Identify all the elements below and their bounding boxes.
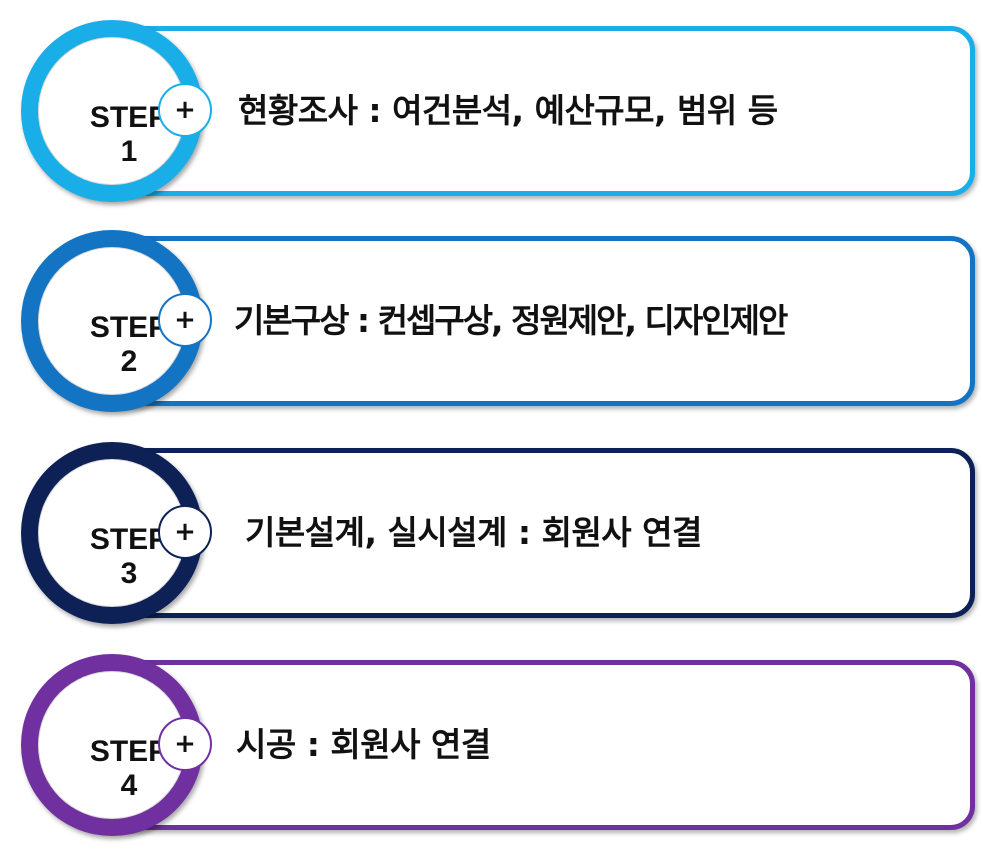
- step-1-label: STEP 1: [50, 101, 208, 169]
- step-3-description: 기본설계, 실시설계 : 회원사 연결: [245, 513, 702, 552]
- step-1-description: 현황조사 : 여건분석, 예산규모, 범위 등: [238, 91, 778, 130]
- step-3-number: 3: [120, 557, 138, 590]
- step-2-plus-icon[interactable]: +: [158, 293, 212, 347]
- step-4: STEP 4 + 시공 : 회원사 연결: [0, 646, 983, 846]
- step-3-label-word: STEP: [89, 523, 169, 556]
- step-1-panel: [103, 26, 975, 196]
- step-2: STEP 2 + 기본구상 : 컨셉구상, 정원제안, 디자인제안: [0, 222, 983, 422]
- step-1: STEP 1 + 현황조사 : 여건분석, 예산규모, 범위 등: [0, 12, 983, 212]
- step-1-number: 1: [120, 135, 138, 168]
- step-4-plus-icon[interactable]: +: [158, 717, 212, 771]
- step-1-plus-icon[interactable]: +: [158, 83, 212, 137]
- step-2-number: 2: [120, 345, 138, 378]
- step-1-label-word: STEP: [89, 101, 169, 134]
- step-4-description: 시공 : 회원사 연결: [236, 725, 491, 764]
- step-3-label: STEP 3: [50, 523, 208, 591]
- step-3-plus-icon[interactable]: +: [158, 505, 212, 559]
- step-2-label-word: STEP: [89, 311, 169, 344]
- step-4-label-word: STEP: [89, 735, 169, 768]
- step-4-number: 4: [120, 769, 138, 802]
- step-2-panel: [103, 236, 975, 406]
- step-3: STEP 3 + 기본설계, 실시설계 : 회원사 연결: [0, 434, 983, 634]
- step-4-label: STEP 4: [50, 735, 208, 803]
- step-4-panel: [103, 660, 975, 830]
- step-2-label: STEP 2: [50, 311, 208, 379]
- step-3-panel: [103, 448, 975, 618]
- step-2-description: 기본구상 : 컨셉구상, 정원제안, 디자인제안: [234, 301, 788, 340]
